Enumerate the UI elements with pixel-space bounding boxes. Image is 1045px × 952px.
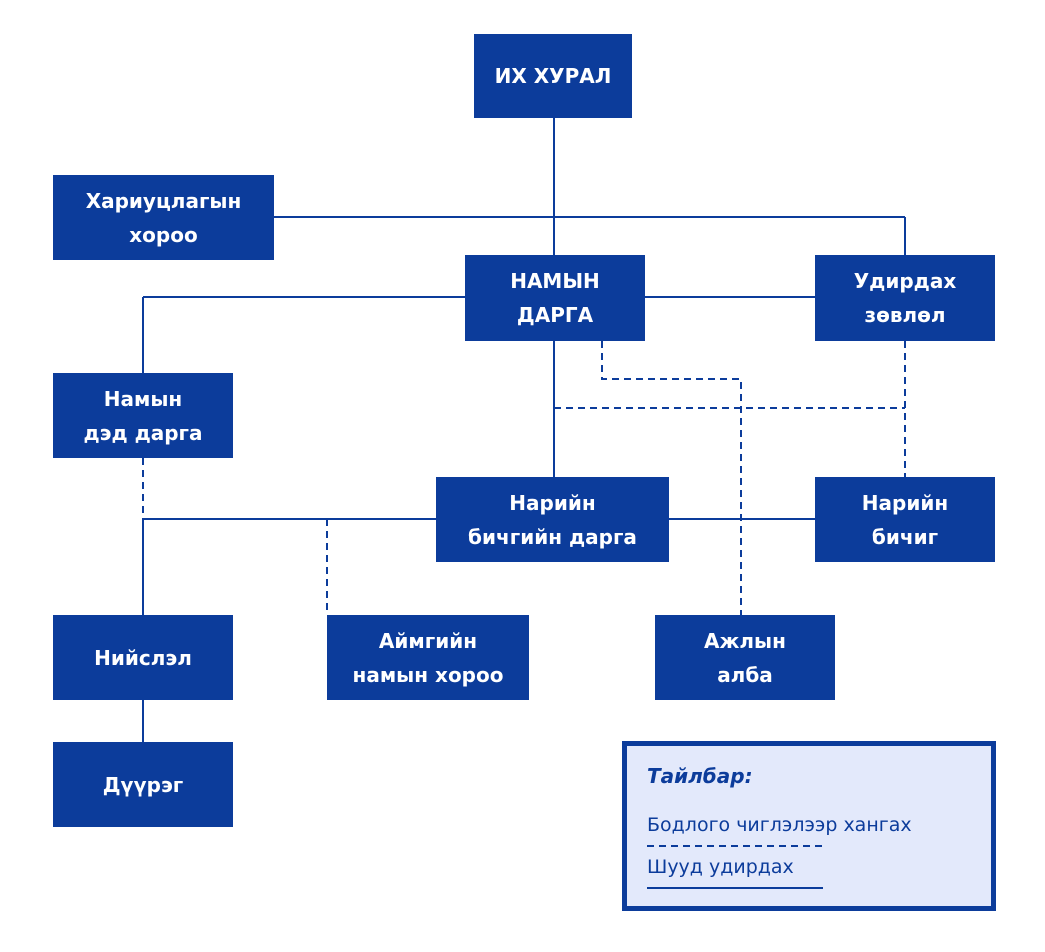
legend-solid-line-icon (647, 887, 823, 889)
node-udirdah-zovlol: Удирдах зөвлөл (815, 255, 995, 341)
node-aimgiin-namyn-horoo: Аймгийн намын хороо (327, 615, 529, 700)
legend-policy-label: Бодлого чиглэлээр хангах (647, 814, 912, 836)
node-namyn-ded-darga: Намын дэд дарга (53, 373, 233, 458)
legend-title: Тайлбар: (647, 764, 753, 788)
legend: Тайлбар: Бодлого чиглэлээр хангах Шууд у… (622, 741, 996, 911)
node-ajlyn-alba: Ажлын алба (655, 615, 835, 700)
node-hariutslagyn-horoo: Хариуцлагын хороо (53, 175, 274, 260)
dash-namyndarga-to-ajlyn-alba (601, 341, 742, 615)
node-ih-hural: ИХ ХУРАЛ (474, 34, 632, 118)
legend-dashed-line-icon (647, 845, 823, 847)
node-duureg: Дүүрэг (53, 742, 233, 827)
node-namyn-darga: НАМЫН ДАРГА (465, 255, 645, 341)
legend-direct-label: Шууд удирдах (647, 856, 794, 878)
node-niislel: Нийслэл (53, 615, 233, 700)
node-nariin-bichig: Нарийн бичиг (815, 477, 995, 562)
node-nariin-bichgiin-darga: Нарийн бичгийн дарга (436, 477, 669, 562)
